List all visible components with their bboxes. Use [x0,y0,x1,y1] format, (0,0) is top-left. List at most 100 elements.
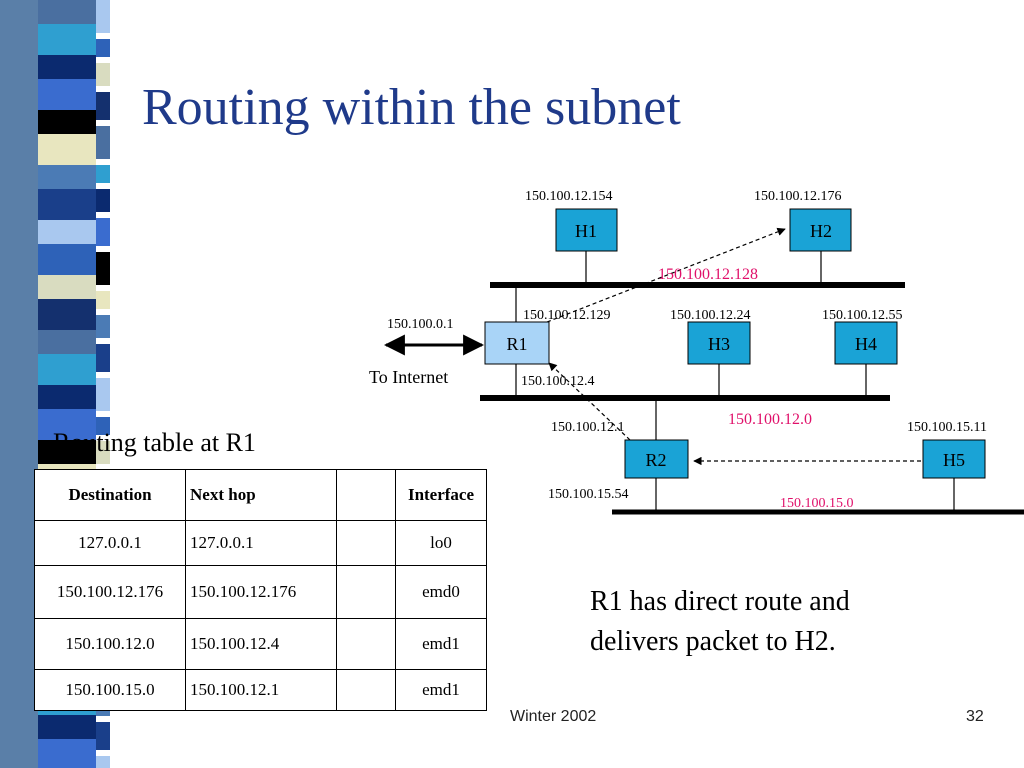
node-r2-box[interactable] [624,439,689,479]
stripe-block [96,165,110,183]
stripe-block [38,715,96,739]
node-h2-label: H2 [810,221,832,241]
path-r2-to-r1 [548,362,631,441]
header-interface: Interface [395,469,487,521]
cell-interface: lo0 [395,520,487,566]
node-h1-label: H1 [575,221,597,241]
note-line-2: delivers packet to H2. [590,626,836,657]
stripe-block [38,299,96,330]
node-r2-label: R2 [645,450,666,470]
stripe-block [38,24,96,55]
node-h2-box[interactable] [789,208,852,252]
stripe-block [96,315,110,338]
cell-next-hop: 127.0.0.1 [185,520,337,566]
ip-r2-bottom: 150.100.15.54 [548,487,629,502]
ip-r1-bottom: 150.100.12.4 [521,374,595,389]
page-number: 32 [966,708,984,725]
stripe-block [96,441,110,464]
cell-next-hop: 150.100.12.1 [185,669,337,711]
table-header-row: Destination Next hop Interface [34,469,487,521]
to-internet-label: To Internet [369,367,448,387]
stripe-block [96,218,110,246]
cell-next-hop: 150.100.12.4 [185,618,337,670]
network-label-bottom: 150.100.15.0 [780,496,854,511]
stripe-block [96,417,110,435]
cell-destination: 127.0.0.1 [34,520,186,566]
stripe-block [38,440,96,464]
path-r1-to-h2 [546,227,786,323]
node-r1-box[interactable] [484,321,550,365]
stripe-block [96,722,110,750]
cell-blank [336,618,396,670]
node-h5-label: H5 [943,450,965,470]
cell-blank [336,565,396,619]
ip-h3: 150.100.12.24 [670,308,751,323]
stripe-block [38,165,96,189]
stripe-block [96,378,110,411]
node-h5-box[interactable] [922,439,986,479]
stripe-block [38,244,96,275]
stripe-block [96,0,110,33]
node-h1-box[interactable] [555,208,618,252]
ip-h1: 150.100.12.154 [525,189,613,204]
cell-interface: emd1 [395,618,487,670]
stripe-block [38,275,96,299]
ip-h4: 150.100.12.55 [822,308,903,323]
stripe-block [38,79,96,110]
stripe-block [96,92,110,120]
node-h3-label: H3 [708,334,730,354]
cell-destination: 150.100.15.0 [34,669,186,711]
ip-r1-internet: 150.100.0.1 [387,317,454,332]
stripe-block [38,220,96,244]
routing-table: Destination Next hop Interface 127.0.0.1… [34,469,487,711]
stripe-block [96,756,110,768]
cell-next-hop: 150.100.12.176 [185,565,337,619]
slide-title: Routing within the subnet [142,79,681,136]
header-destination: Destination [34,469,186,521]
stripe-block [38,330,96,354]
cell-interface: emd1 [395,669,487,711]
cell-blank [336,669,396,711]
node-h4-box[interactable] [834,321,898,365]
stripe-block [38,0,96,24]
stripe-block [38,189,96,220]
network-label-middle: 150.100.12.0 [728,411,812,428]
table-row: 150.100.12.176 150.100.12.176 emd0 [34,565,487,619]
node-r1-label: R1 [506,334,527,354]
table-row: 150.100.12.0 150.100.12.4 emd1 [34,618,487,670]
routing-table-caption: Routing table at R1 [53,428,256,457]
node-h4-label: H4 [855,334,877,354]
stripe-block [96,189,110,212]
stripe-block [38,110,96,134]
ip-r1-top: 150.100.12.129 [523,308,611,323]
stripe-block [96,63,110,86]
stripe-block [38,134,96,165]
cell-interface: emd0 [395,565,487,619]
ip-h2: 150.100.12.176 [754,189,842,204]
stripe-block [96,126,110,159]
footer-date: Winter 2002 [510,708,597,725]
cell-destination: 150.100.12.0 [34,618,186,670]
stripe-block [38,739,96,768]
ip-r2-top: 150.100.12.1 [551,420,625,435]
stripe-block [38,55,96,79]
stripe-block [38,354,96,385]
node-h3-box[interactable] [687,321,751,365]
stripe-block [96,39,110,57]
stripe-block [38,385,96,409]
cell-blank [336,520,396,566]
header-next-hop: Next hop [185,469,337,521]
header-blank [336,469,396,521]
network-label-top: 150.100.12.128 [658,266,758,283]
stripe-block [96,291,110,309]
table-row: 150.100.15.0 150.100.12.1 emd1 [34,669,487,711]
stripe-block [96,344,110,372]
explanation-note: R1 has direct route and delivers packet … [590,582,1010,662]
cell-destination: 150.100.12.176 [34,565,186,619]
table-row: 127.0.0.1 127.0.0.1 lo0 [34,520,487,566]
stripe-block [96,252,110,285]
note-line-1: R1 has direct route and [590,586,850,617]
stripe-block [38,409,96,440]
ip-h5: 150.100.15.11 [907,420,987,435]
